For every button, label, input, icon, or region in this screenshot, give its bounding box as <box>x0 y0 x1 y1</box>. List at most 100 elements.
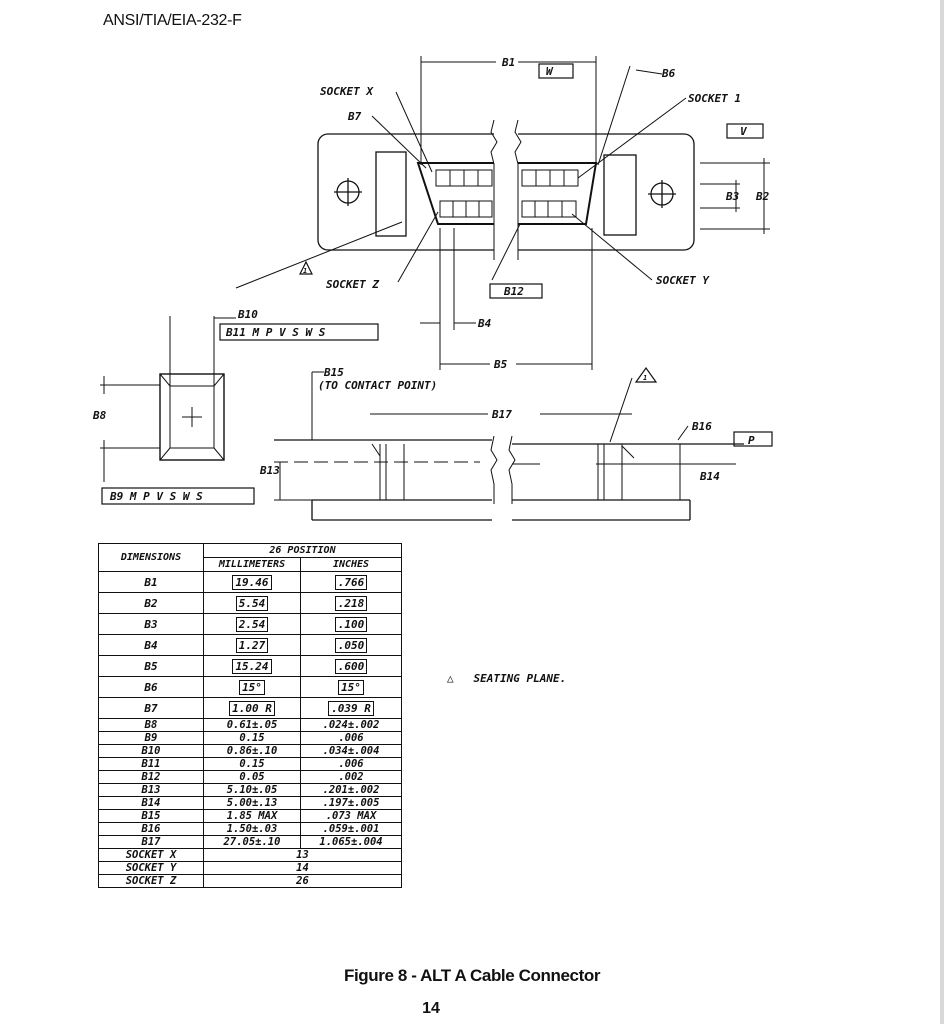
label-b3: B3 <box>725 190 740 203</box>
label-datum-v: V <box>740 125 748 138</box>
label-b14: B14 <box>699 470 720 483</box>
warning-triangle-icon: △ <box>447 672 454 685</box>
datum-w-frame <box>538 63 574 79</box>
cell-millimeters: 0.61±.05 <box>203 718 301 732</box>
label-b7: B7 <box>347 110 362 123</box>
figure-caption: Figure 8 - ALT A Cable Connector <box>343 966 601 985</box>
cell-dimension: B16 <box>98 822 204 836</box>
cell-inches: .218 <box>300 592 402 614</box>
page-edge <box>940 0 944 1024</box>
seating-plane-note-icon <box>299 260 313 275</box>
cell-dimension: B3 <box>98 613 204 635</box>
cell-millimeters: 19.46 <box>203 571 301 593</box>
page-number: 14 <box>422 1000 440 1017</box>
cell-inches: .024±.002 <box>300 718 402 732</box>
cell-inches: 1.065±.004 <box>300 835 402 849</box>
label-b8: B8 <box>92 409 107 422</box>
cell-millimeters: 1.85 MAX <box>203 809 301 823</box>
cell-dimension: B14 <box>98 796 204 810</box>
cell-millimeters: 27.05±.10 <box>203 835 301 849</box>
contact-row-bottom <box>439 200 577 218</box>
label-b15: B15 <box>323 366 344 379</box>
cell-inches: .201±.002 <box>300 783 402 797</box>
right-latch-block <box>603 154 637 236</box>
cell-millimeters: 2.54 <box>203 613 301 635</box>
cell-inches: .006 <box>300 731 402 745</box>
cell-dimension: B15 <box>98 809 204 823</box>
label-b5: B5 <box>493 358 508 371</box>
cell-dimension: B5 <box>98 655 204 677</box>
cell-dimension: B8 <box>98 718 204 732</box>
cell-dimension: B13 <box>98 783 204 797</box>
cell-millimeters: 15° <box>203 676 301 698</box>
cell-millimeters: 1.00 R <box>203 697 301 719</box>
cell-dimension: B10 <box>98 744 204 758</box>
label-b2: B2 <box>755 190 770 203</box>
cell-inches: .100 <box>300 613 402 635</box>
label-b13: B13 <box>259 464 280 477</box>
cell-millimeters: 5.00±.13 <box>203 796 301 810</box>
label-b4: B4 <box>477 317 492 330</box>
cell-dimension: B1 <box>98 571 204 593</box>
cell-socket-value: 26 <box>203 874 402 888</box>
label-datum-p: P <box>748 434 755 447</box>
b9-feature-frame <box>101 487 255 505</box>
cell-millimeters: 5.54 <box>203 592 301 614</box>
cell-inches: .002 <box>300 770 402 784</box>
b12-frame <box>489 283 543 299</box>
seating-plane-note: △ SEATING PLANE. <box>447 672 566 685</box>
cell-inches: .039 R <box>300 697 402 719</box>
cell-millimeters: 1.27 <box>203 634 301 656</box>
cell-dimension: B12 <box>98 770 204 784</box>
note-flag-number-2: 1 <box>643 374 647 382</box>
cell-socket-name: SOCKET Z <box>98 874 204 888</box>
cell-socket-name: SOCKET Y <box>98 861 204 875</box>
left-latch-block <box>375 151 407 237</box>
dimensions-table: DIMENSIONS 26 POSITION MILLIMETERS INCHE… <box>98 543 402 888</box>
cell-socket-value: 14 <box>203 861 402 875</box>
col-millimeters: MILLIMETERS <box>203 557 301 572</box>
cell-millimeters: 0.15 <box>203 757 301 771</box>
label-socket-z: SOCKET Z <box>326 278 379 291</box>
cell-dimension: B11 <box>98 757 204 771</box>
label-b10: B10 <box>237 308 258 321</box>
b11-feature-frame <box>219 323 379 341</box>
note-text: SEATING PLANE. <box>473 672 567 685</box>
datum-p-frame <box>733 431 773 447</box>
cell-inches: .600 <box>300 655 402 677</box>
cell-millimeters: 0.05 <box>203 770 301 784</box>
label-datum-w: W <box>546 65 554 78</box>
cell-inches: .766 <box>300 571 402 593</box>
seating-plane-flag-icon <box>634 366 658 383</box>
cell-millimeters: 5.10±.05 <box>203 783 301 797</box>
label-socket-1: SOCKET 1 <box>688 92 741 105</box>
mounting-hole-right-icon <box>648 180 676 208</box>
cell-dimension: B6 <box>98 676 204 698</box>
cell-dimension: B7 <box>98 697 204 719</box>
mounting-hole-left-icon <box>334 178 362 206</box>
label-to-contact-point: (TO CONTACT POINT) <box>318 379 437 392</box>
cell-socket-name: SOCKET X <box>98 848 204 862</box>
cell-inches: .197±.005 <box>300 796 402 810</box>
cell-dimension: B17 <box>98 835 204 849</box>
col-dimensions: DIMENSIONS <box>98 543 204 572</box>
col-26-position: 26 POSITION <box>203 543 402 558</box>
label-socket-y: SOCKET Y <box>656 274 710 287</box>
label-b12: B12 <box>503 285 524 298</box>
